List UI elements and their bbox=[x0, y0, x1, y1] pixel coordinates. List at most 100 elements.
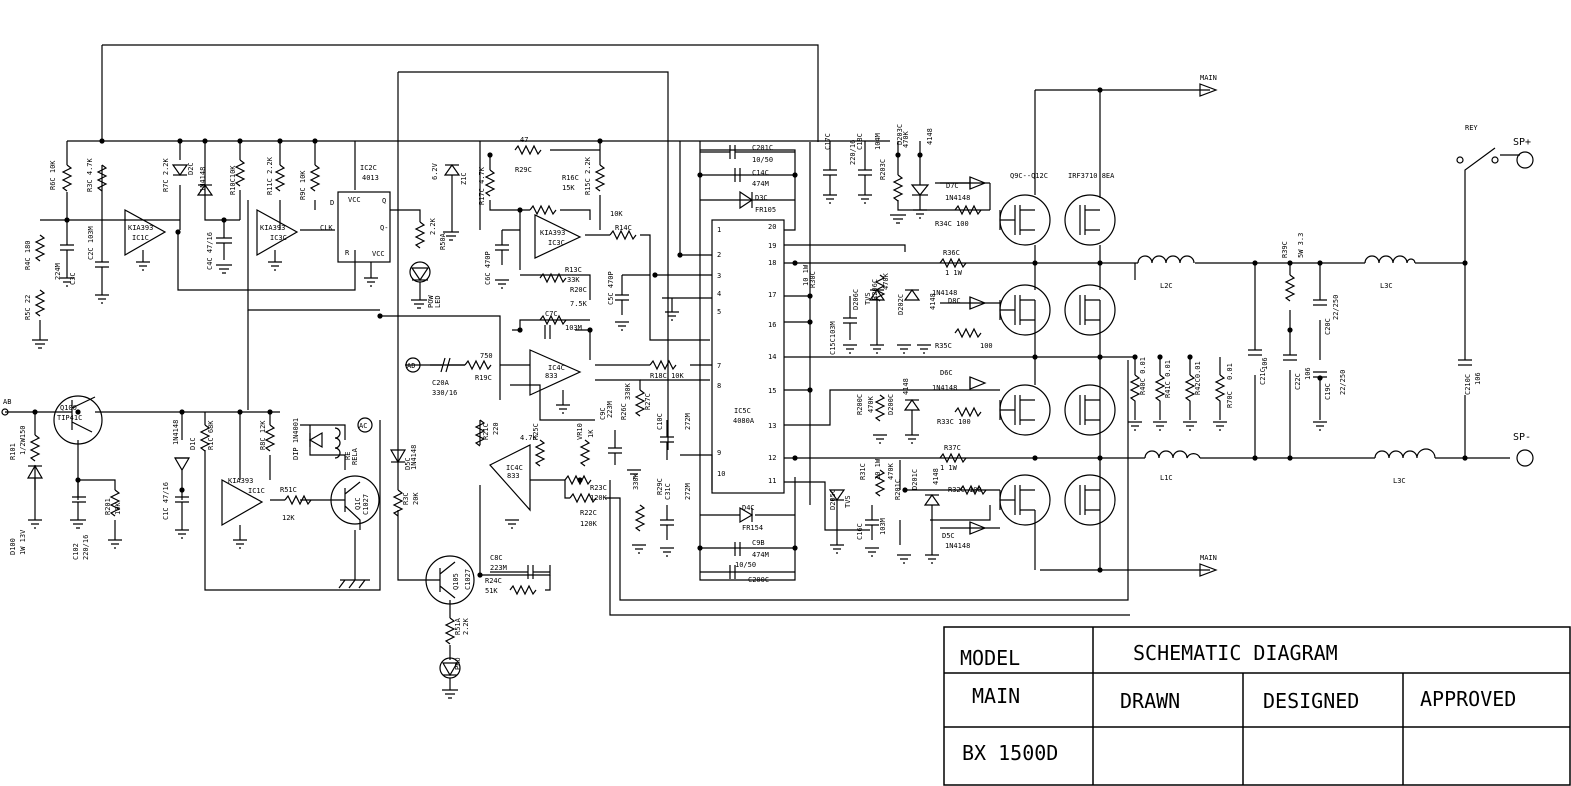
label-q100: Q100 bbox=[60, 404, 77, 412]
label-c19c: C19C bbox=[1324, 383, 1332, 400]
label-c19c-v: 22/250 bbox=[1339, 370, 1347, 395]
terminal-sp-minus: SP- bbox=[1513, 432, 1531, 443]
label-r35c: R35C bbox=[935, 342, 952, 350]
title-block: MODEL SCHEMATIC DIAGRAM MAIN DRAWN DESIG… bbox=[943, 626, 1571, 786]
label-c2c: C2C 103M bbox=[87, 226, 95, 260]
label-d5c: D5C bbox=[942, 532, 955, 540]
terminal-main-bottom: MAIN bbox=[1200, 554, 1217, 562]
label-r14c: R14C bbox=[615, 224, 632, 232]
ic6-name: 833 bbox=[507, 472, 520, 480]
label-c9c-v: 223M bbox=[606, 401, 614, 418]
label-d3c-p: FR105 bbox=[755, 206, 776, 214]
label-c201c: C201C bbox=[752, 144, 773, 152]
label-d201c: D201C bbox=[911, 469, 919, 490]
label-r200c-v: 470K bbox=[867, 395, 875, 413]
label-r203c-v: 470K bbox=[902, 130, 910, 148]
label-r20c-v: 7.5K bbox=[570, 300, 588, 308]
ff-clk: CLK bbox=[320, 224, 333, 232]
label-r22c-v: 120K bbox=[580, 520, 598, 528]
label-r30c-v: 10 1W bbox=[802, 264, 810, 286]
driver-pin-right: 13 bbox=[768, 422, 776, 430]
label-r32c: R32C 100 bbox=[948, 486, 982, 494]
label-r36c: R36C bbox=[943, 249, 960, 257]
label-r31c-v: 10 1W bbox=[874, 458, 882, 480]
label-d7c-p: 1N4148 bbox=[945, 194, 970, 202]
driver-part: 4080A bbox=[733, 417, 755, 425]
label-d7c: D7C bbox=[946, 182, 959, 190]
driver-pin-right: 11 bbox=[768, 477, 776, 485]
label-c102: C102 bbox=[72, 543, 80, 560]
label-r70c-v: 0.01 bbox=[1226, 363, 1234, 380]
label-d2c: D2C bbox=[187, 162, 195, 175]
label-c31c: C31C bbox=[664, 483, 672, 500]
label-c17c-v: 220/16 bbox=[849, 140, 857, 165]
label-d200c-p: 4148 bbox=[902, 378, 910, 395]
label-r30c: R30C bbox=[809, 271, 817, 288]
label-d2c-p: 1N4148 bbox=[199, 167, 207, 192]
label-d5c-p: 1N4148 bbox=[945, 542, 970, 550]
ff-part: 4013 bbox=[362, 174, 379, 182]
ff-qn: Q- bbox=[380, 224, 388, 232]
driver-pin-right: 14 bbox=[768, 353, 776, 361]
ic5-ref: IC4C bbox=[548, 364, 565, 372]
label-r51c-v: 12K bbox=[282, 514, 295, 522]
label-r35c-v: 100 bbox=[980, 342, 993, 350]
label-c16c: C16C bbox=[856, 523, 864, 540]
driver-pin-right: 12 bbox=[768, 454, 776, 462]
label-c14c: C14C bbox=[752, 169, 769, 177]
ff-q: Q bbox=[382, 197, 386, 205]
label-c7c-v: 103M bbox=[565, 324, 582, 332]
driver-pin-left: 2 bbox=[717, 251, 721, 259]
terminal-ab: AB bbox=[3, 398, 11, 406]
label-c3c-v: 224M bbox=[54, 263, 62, 280]
ff-r: R bbox=[345, 249, 350, 257]
label-d202c-p: 4148 bbox=[929, 293, 937, 310]
label-led: LED bbox=[434, 295, 442, 308]
label-r42c: R42C0.01 bbox=[1194, 361, 1202, 395]
label-d5c2-p: 1N4148 bbox=[410, 445, 418, 470]
label-c9c: C9C bbox=[599, 407, 607, 420]
label-c21c: C21C bbox=[1259, 368, 1267, 385]
title-board: MAIN bbox=[972, 684, 1020, 708]
driver-pin-left: 3 bbox=[717, 272, 721, 280]
terminal-ad: AD bbox=[407, 362, 415, 370]
label-c10c: C10C bbox=[656, 413, 664, 430]
label-d8c: D8C bbox=[948, 297, 961, 305]
label-c20a: C20A bbox=[432, 379, 450, 387]
label-r25c-v: 4.7K bbox=[520, 434, 538, 442]
terminal-labels: AB AD AC MAIN MAIN SP+ SP- REY bbox=[3, 74, 1531, 562]
label-d6c: D6C bbox=[940, 369, 953, 377]
inductors bbox=[334, 255, 1436, 459]
driver-pin-left: 5 bbox=[717, 308, 721, 316]
label-d5c2: D5C bbox=[404, 457, 412, 470]
label-pow: POW bbox=[427, 295, 435, 308]
label-c18c: C18C bbox=[856, 133, 864, 150]
driver-pin-right: 18 bbox=[768, 259, 776, 267]
label-c201c-v: 10/50 bbox=[752, 156, 773, 164]
label-c18c-v: 104M bbox=[874, 133, 882, 150]
label-irf: IRF3710 8EA bbox=[1068, 172, 1115, 180]
label-r9c: R9C 10K bbox=[299, 170, 307, 200]
label-d3c: D3C bbox=[755, 194, 768, 202]
label-r51c: R51C bbox=[280, 486, 297, 494]
label-c200c: C200C bbox=[748, 576, 769, 584]
ic4-ref: IC1C bbox=[248, 487, 265, 495]
label-c22c: C22C bbox=[1294, 373, 1302, 390]
label-r51a: R51A bbox=[454, 617, 462, 635]
title-designed: DESIGNED bbox=[1263, 689, 1359, 713]
ic2-name: KIA393 bbox=[260, 224, 285, 232]
label-r6c: R6C 10K bbox=[49, 160, 57, 190]
ic3-name: KIA393 bbox=[540, 229, 565, 237]
label-r25c: R25C bbox=[532, 423, 540, 440]
label-r27c: R27C bbox=[644, 393, 652, 410]
label-d6c-p: 1N4148 bbox=[932, 384, 957, 392]
label-c14c-v: 474M bbox=[752, 180, 769, 188]
transistors bbox=[53, 395, 475, 605]
label-r22c: R22C bbox=[580, 509, 597, 517]
label-r101: R101 bbox=[9, 443, 17, 460]
label-d8c-p: 1N4148 bbox=[932, 289, 957, 297]
label-c17c: C17C bbox=[824, 133, 832, 150]
ic5-name: 833 bbox=[545, 372, 558, 380]
